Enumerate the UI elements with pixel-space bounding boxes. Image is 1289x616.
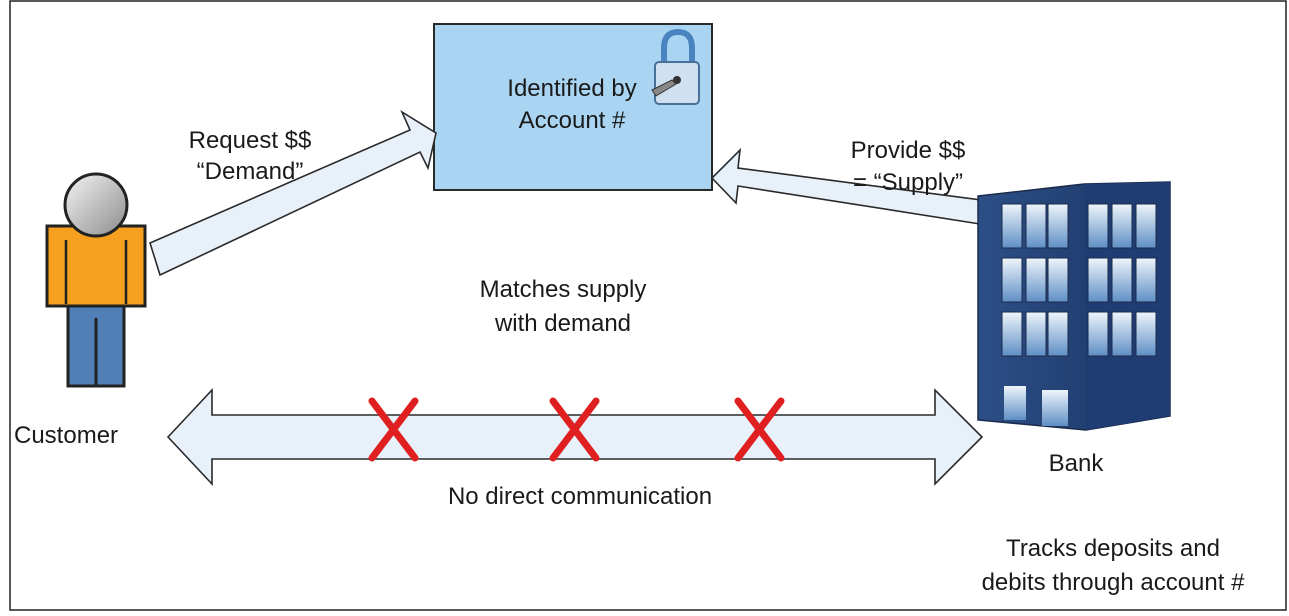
account-box-line2: Account # xyxy=(518,107,626,134)
no-direct-communication-label: No direct communication xyxy=(447,483,713,510)
bank-window-2 xyxy=(1025,203,1047,249)
match-text-line2: with demand xyxy=(494,310,632,337)
bank-window-13 xyxy=(1001,311,1023,357)
bank-window-3 xyxy=(1047,203,1069,249)
bank-window-5 xyxy=(1111,203,1133,249)
bank-window-16 xyxy=(1087,311,1109,357)
supply-label-line2: = “Supply” xyxy=(852,169,964,196)
bank-window-10 xyxy=(1087,257,1109,303)
no-direct-arrow xyxy=(166,387,984,487)
bank-window-4 xyxy=(1087,203,1109,249)
bank-window-14 xyxy=(1025,311,1047,357)
blocked-x-mark-2 xyxy=(549,397,600,462)
customer-label: Customer xyxy=(14,422,119,449)
bank-window-15 xyxy=(1047,311,1069,357)
outer-frame xyxy=(9,0,1287,611)
bank-window-11 xyxy=(1111,257,1133,303)
bank-window-17 xyxy=(1111,311,1133,357)
bank-window-8 xyxy=(1025,257,1047,303)
bank-note-line1: Tracks deposits and xyxy=(1006,535,1220,562)
request-arrow xyxy=(149,109,437,277)
request-label-line1: Request $$ xyxy=(188,127,312,154)
bank-window-6 xyxy=(1135,203,1157,249)
bank-window-7 xyxy=(1001,257,1023,303)
bank-window-18 xyxy=(1135,311,1157,357)
request-label-line2: “Demand” xyxy=(196,158,304,185)
bank-window-1 xyxy=(1001,203,1023,249)
customer-person-icon xyxy=(45,172,147,388)
padlock-icon xyxy=(651,28,700,105)
blocked-x-mark-1 xyxy=(368,397,419,462)
account-box-line1: Identified by xyxy=(507,75,637,102)
match-text-line1: Matches supply xyxy=(479,276,647,303)
bank-note-line2: debits through account # xyxy=(981,569,1245,596)
supply-label-line1: Provide $$ xyxy=(850,137,966,164)
supply-arrow xyxy=(710,147,982,225)
bank-window-9 xyxy=(1047,257,1069,303)
bank-building-icon xyxy=(977,181,1171,431)
bank-window-12 xyxy=(1135,257,1157,303)
blocked-x-mark-3 xyxy=(734,397,785,462)
bank-label: Bank xyxy=(1048,450,1104,477)
